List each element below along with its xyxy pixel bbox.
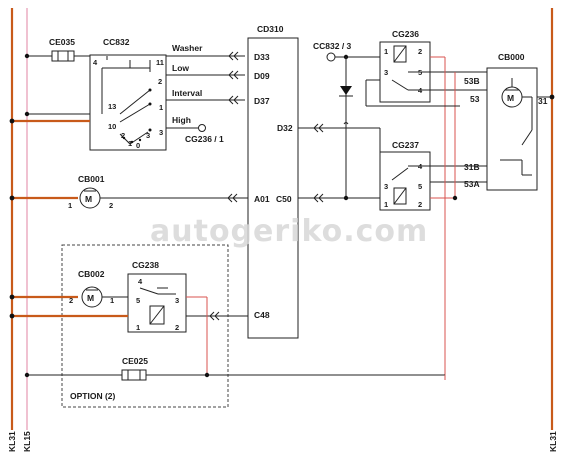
kl31-left-label: KL31: [7, 431, 17, 452]
pin-d32: D32: [277, 123, 293, 133]
option-2-label: OPTION (2): [70, 391, 116, 401]
svg-text:M: M: [87, 293, 94, 303]
cd310-module: [247, 37, 299, 339]
kl15-label: KL15: [22, 431, 32, 452]
cb000-motor-symbol: M: [507, 93, 514, 103]
svg-text:13: 13: [108, 102, 116, 111]
svg-text:1: 1: [384, 200, 388, 209]
pin-c48: C48: [254, 310, 270, 320]
svg-text:1: 1: [384, 47, 388, 56]
kl31-right-label: KL31: [548, 431, 558, 452]
watermark: autogeriko.com: [150, 214, 428, 249]
diode-symbol: [340, 86, 352, 95]
svg-text:3: 3: [146, 131, 150, 140]
pin-c50: C50: [276, 194, 292, 204]
svg-text:2: 2: [69, 296, 73, 305]
cc832-3-terminal: [326, 52, 336, 62]
high-label: High: [172, 115, 191, 125]
motor-pin-53a: 53A: [464, 179, 480, 189]
ce035-label: CE035: [49, 37, 75, 47]
cb001-label: CB001: [78, 174, 105, 184]
svg-text:3: 3: [384, 182, 388, 191]
svg-text:0: 0: [136, 141, 140, 150]
interval-label: Interval: [172, 88, 202, 98]
svg-text:2: 2: [175, 323, 179, 332]
svg-text:1: 1: [136, 323, 140, 332]
cg236-1-terminal: [198, 124, 206, 132]
svg-text:1: 1: [159, 103, 163, 112]
cg237-label: CG237: [392, 140, 419, 150]
ce035-fuse: [51, 50, 75, 62]
pin-d37: D37: [254, 96, 270, 106]
motor-pin-53b: 53B: [464, 76, 480, 86]
svg-text:4: 4: [138, 277, 143, 286]
cb000-label: CB000: [498, 52, 525, 62]
svg-text:2: 2: [109, 201, 113, 210]
ce035-node: [24, 53, 30, 59]
option-2-area: [61, 244, 229, 408]
cc832-label: CC832: [103, 37, 130, 47]
washer-label: Washer: [172, 43, 203, 53]
svg-text:1: 1: [68, 201, 72, 210]
low-label: Low: [172, 63, 189, 73]
svg-text:4: 4: [93, 58, 98, 67]
motor-pin-53: 53: [470, 94, 480, 104]
cg238-label: CG238: [132, 260, 159, 270]
svg-text:3: 3: [159, 128, 163, 137]
ce025-label: CE025: [122, 356, 148, 366]
svg-text:3: 3: [175, 296, 179, 305]
svg-text:M: M: [85, 194, 92, 204]
pin-d09: D09: [254, 71, 270, 81]
cc832-switch-box: [89, 54, 167, 151]
motor-pin-31b: 31B: [464, 162, 480, 172]
svg-text:2: 2: [121, 131, 125, 140]
pin-a01: A01: [254, 194, 270, 204]
cc832-3-label: CC832 / 3: [313, 41, 352, 51]
motor-pin-31: 31: [538, 96, 548, 106]
cd310-label: CD310: [257, 24, 284, 34]
svg-text:5: 5: [418, 182, 422, 191]
svg-text:2: 2: [418, 47, 422, 56]
svg-text:3: 3: [384, 68, 388, 77]
svg-text:11: 11: [156, 58, 164, 67]
cb002-label: CB002: [78, 269, 105, 279]
svg-text:2: 2: [418, 200, 422, 209]
svg-text:1: 1: [110, 296, 114, 305]
ce025-fuse: [121, 369, 147, 381]
svg-text:5: 5: [136, 296, 140, 305]
svg-text:10: 10: [108, 122, 116, 131]
cg236-1-label: CG236 / 1: [185, 134, 224, 144]
cg236-label: CG236: [392, 29, 419, 39]
pin-d33: D33: [254, 52, 270, 62]
svg-text:2: 2: [158, 77, 162, 86]
